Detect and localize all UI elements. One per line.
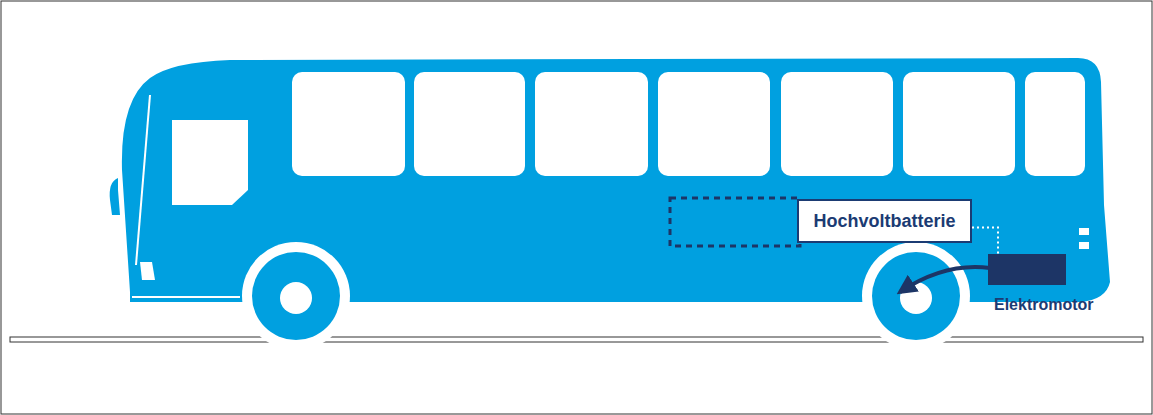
window <box>658 72 770 176</box>
ground-line <box>10 337 1143 342</box>
mirror <box>110 178 120 215</box>
window <box>414 72 525 176</box>
motor-label: Elektromotor <box>994 296 1094 314</box>
battery-outline <box>670 198 800 246</box>
windows <box>292 72 1085 176</box>
rear-wheel <box>862 242 970 350</box>
motor-box: Elektromotor <box>988 254 1066 285</box>
power-connection <box>972 228 998 254</box>
front-wheel <box>242 242 350 350</box>
rear-light <box>1079 228 1089 235</box>
battery-label: Hochvoltbatterie <box>813 211 955 232</box>
window <box>535 72 648 176</box>
window <box>292 72 405 176</box>
window <box>781 72 893 176</box>
drive-arrow <box>900 267 990 292</box>
windshield-edge <box>136 95 150 265</box>
driver-window <box>172 120 248 205</box>
window <box>903 72 1015 176</box>
battery-box: Hochvoltbatterie <box>797 199 972 243</box>
headlight <box>140 262 155 280</box>
window <box>1025 72 1085 176</box>
bumper-line <box>132 296 240 298</box>
rear-light <box>1079 242 1089 249</box>
